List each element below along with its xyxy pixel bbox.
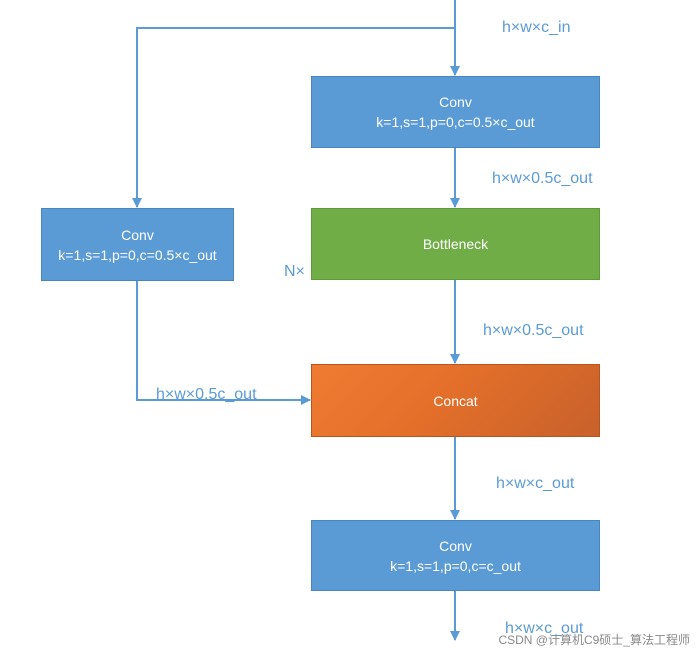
bottleneck-title: Bottleneck [422, 236, 489, 252]
label-output-shape: h×w×c_out [505, 620, 584, 637]
conv-left-title: Conv [121, 226, 154, 243]
conv-top-title: Conv [439, 94, 472, 110]
arrow-left-conv-to-concat [136, 281, 311, 405]
label-after-bottleneck: h×w×0.5c_out [483, 322, 584, 339]
label-after-conv-top: h×w×0.5c_out [492, 170, 593, 187]
label-after-concat: h×w×c_out [496, 475, 575, 492]
conv-bottom-title: Conv [439, 537, 472, 554]
label-left-branch: h×w×0.5c_out [156, 386, 257, 403]
conv-top-node: Conv k=1,s=1,p=0,c=0.5×c_out [311, 76, 600, 148]
conv-left-params: k=1,s=1,p=0,c=0.5×c_out [58, 246, 217, 263]
concat-node: Concat [311, 364, 600, 437]
branch-arrow-to-left-conv [132, 27, 455, 208]
label-input-shape: h×w×c_in [502, 19, 571, 36]
conv-bottom-params: k=1,s=1,p=0,c=c_out [390, 557, 521, 574]
conv-top-params: k=1,s=1,p=0,c=0.5×c_out [376, 114, 535, 130]
concat-title: Concat [433, 392, 478, 409]
conv-left-node: Conv k=1,s=1,p=0,c=0.5×c_out [41, 208, 234, 281]
label-bottleneck-repeat: N× [284, 263, 305, 280]
bottleneck-node: Bottleneck [311, 208, 600, 280]
conv-bottom-node: Conv k=1,s=1,p=0,c=c_out [311, 520, 600, 591]
watermark: CSDN @计算机C9硕士_算法工程师 [498, 633, 690, 647]
